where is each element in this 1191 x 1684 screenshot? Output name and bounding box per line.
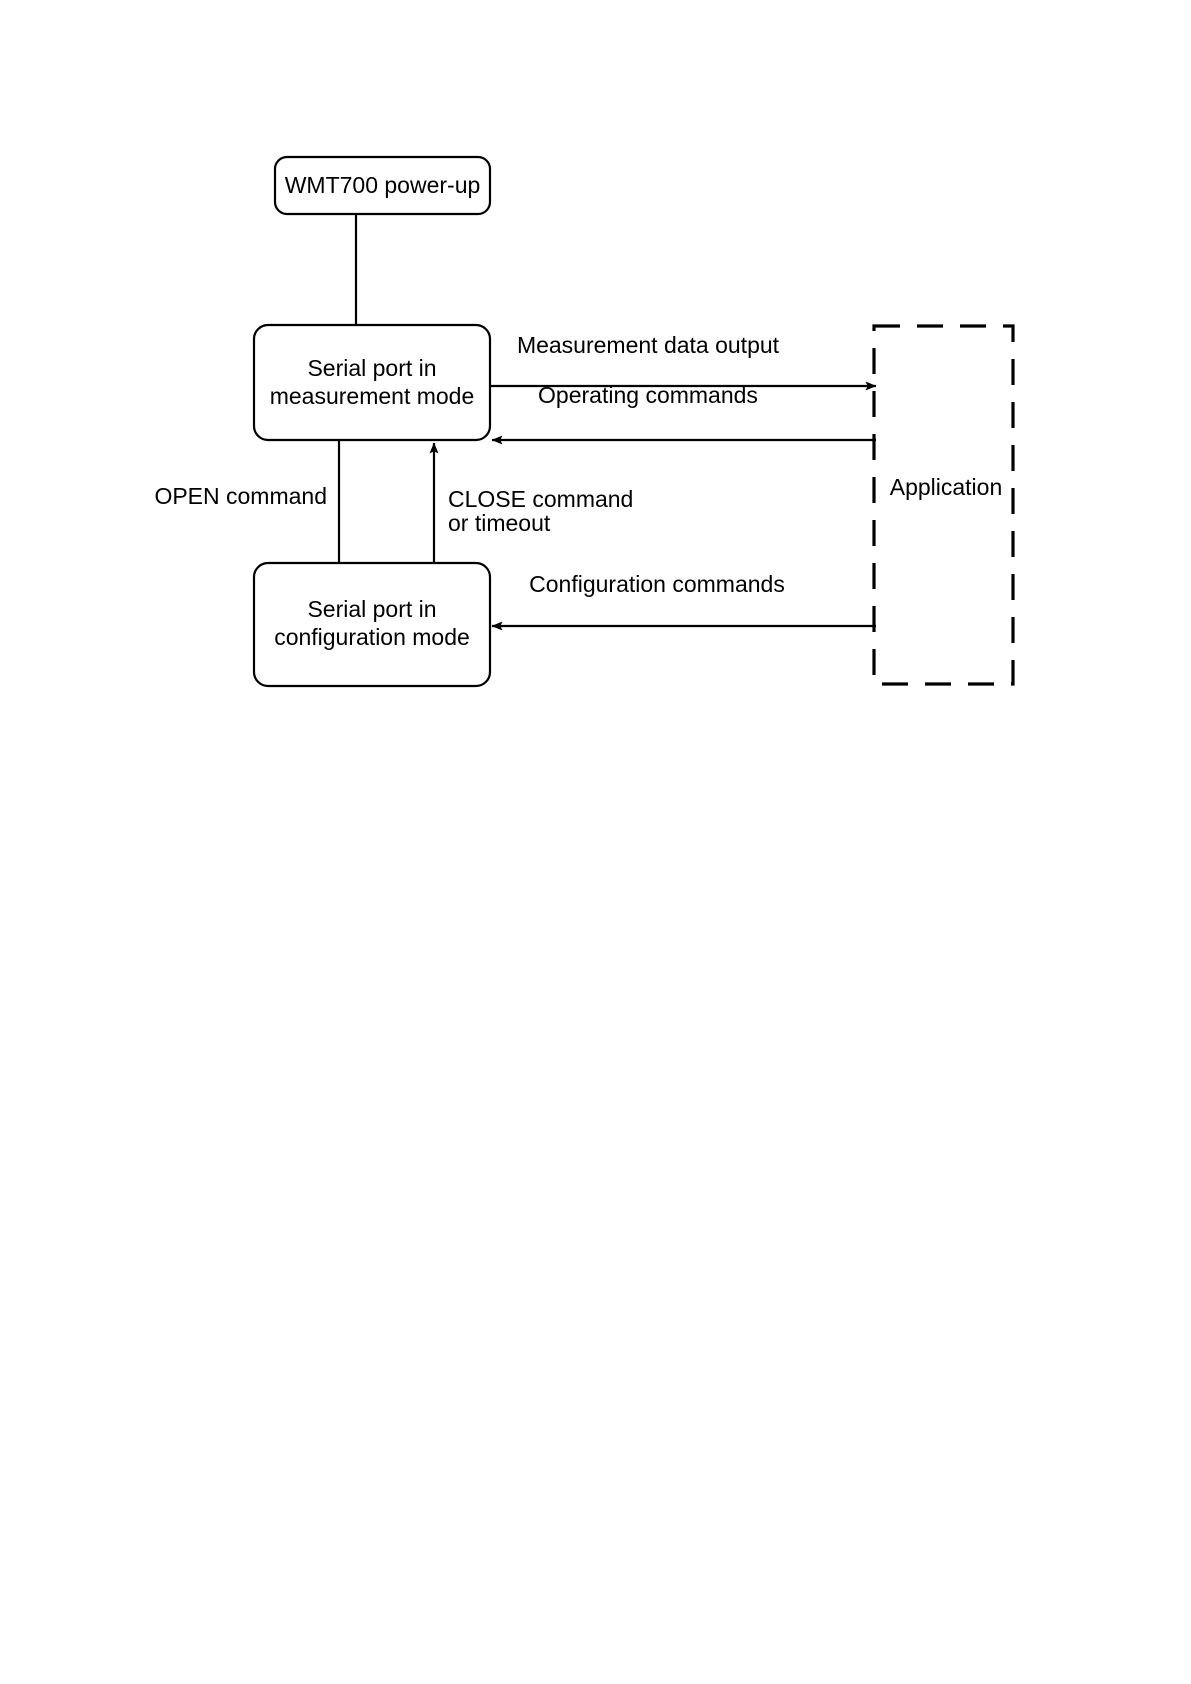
power-up-label: WMT700 power-up bbox=[285, 172, 481, 198]
operating-commands-label: Operating commands bbox=[538, 382, 758, 408]
node-configuration-mode: Serial port in configuration mode bbox=[252, 561, 492, 688]
power-up-box bbox=[273, 155, 492, 216]
node-measurement-mode: Serial port in measurement mode bbox=[252, 323, 492, 442]
edge-measurement-data-output: Measurement data output bbox=[490, 332, 877, 391]
open-command-label: OPEN command bbox=[154, 483, 327, 509]
edge-configuration-commands: Configuration commands bbox=[491, 571, 876, 631]
node-application: Application bbox=[872, 324, 1015, 686]
measurement-mode-label-line2: measurement mode bbox=[270, 383, 475, 409]
configuration-mode-label-line2: configuration mode bbox=[274, 624, 470, 650]
measurement-mode-box bbox=[252, 323, 492, 442]
edge-operating-commands: Operating commands bbox=[491, 382, 876, 445]
measurement-data-output-label: Measurement data output bbox=[517, 332, 780, 358]
configuration-mode-label-line1: Serial port in bbox=[307, 596, 436, 622]
application-label: Application bbox=[890, 474, 1003, 500]
edge-close-command: CLOSE command or timeout bbox=[429, 442, 633, 600]
application-box bbox=[872, 324, 1015, 686]
close-command-label-line2: or timeout bbox=[448, 510, 551, 536]
close-command-label-line1: CLOSE command bbox=[448, 486, 633, 512]
configuration-commands-label: Configuration commands bbox=[529, 571, 785, 597]
node-power-up: WMT700 power-up bbox=[273, 155, 492, 216]
measurement-mode-label-line1: Serial port in bbox=[307, 355, 436, 381]
configuration-mode-box bbox=[252, 561, 492, 688]
